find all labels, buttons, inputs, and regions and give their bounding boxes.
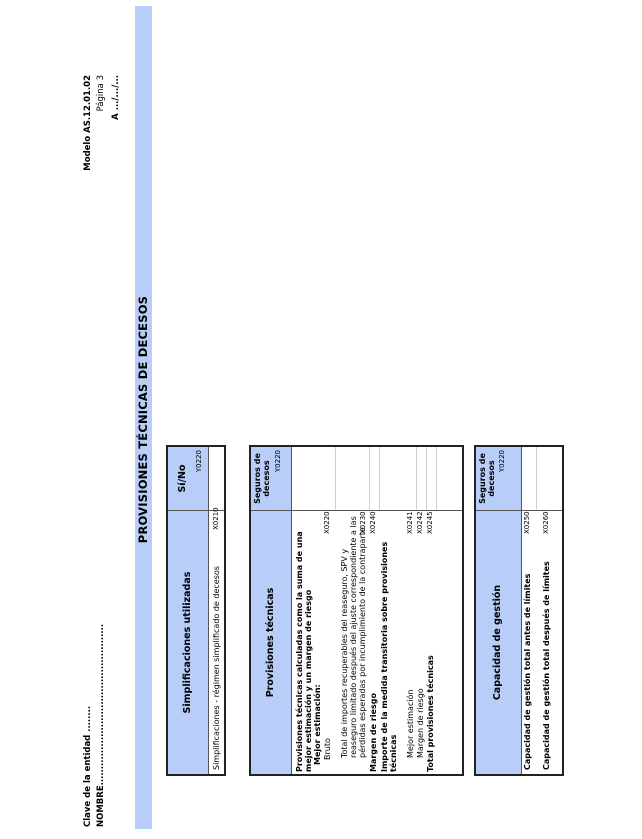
si-no-label: Sí/No bbox=[177, 464, 188, 493]
prov-row-recuperables-3: pérdidas esperadas por incumplimiento de… bbox=[358, 527, 367, 758]
capacidad-row-antes: Capacidad de gestión total antes de lími… bbox=[523, 573, 532, 770]
simplificaciones-table: Simplificaciones utilizadas Sí/No Y0220 … bbox=[166, 445, 226, 776]
capacidad-table: Capacidad de gestión Seguros de decesos … bbox=[474, 445, 564, 776]
prov-row-bruto: Bruto bbox=[323, 738, 332, 760]
pagina-label: Página 3 bbox=[96, 75, 106, 112]
prov-code-x0241: X0241 bbox=[406, 511, 414, 534]
modelo-label: Modelo AS.12.01.02 bbox=[83, 75, 94, 219]
provisiones-header-rule bbox=[291, 447, 292, 774]
capacidad-header: Capacidad de gestión bbox=[476, 511, 521, 774]
provisiones-header: Provisiones técnicas bbox=[251, 511, 291, 774]
simplificaciones-header-rule bbox=[208, 447, 209, 774]
capacidad-row-despues: Capacidad de gestión total después de lí… bbox=[542, 561, 551, 770]
fecha-label: A .../.../... bbox=[111, 75, 121, 120]
simplificaciones-header: Simplificaciones utilizadas bbox=[168, 511, 208, 774]
capacidad-value-despues[interactable] bbox=[542, 452, 553, 506]
page-title: PROVISIONES TÉCNICAS DE DECESOS bbox=[136, 295, 150, 544]
prov-row-transitoria-2: técnicas bbox=[389, 734, 398, 772]
capacidad-header-label: Capacidad de gestión bbox=[492, 584, 503, 701]
provisiones-header-label: Provisiones técnicas bbox=[265, 587, 276, 698]
modelo-text: Modelo AS.12.01.02 bbox=[83, 75, 93, 171]
prov-rule-x0242 bbox=[426, 447, 427, 510]
prov-rule-margen bbox=[379, 447, 380, 510]
prov-row-transitoria-margen: Margen de riesgo bbox=[416, 688, 425, 758]
prov-row-total: Total provisiones técnicas bbox=[426, 655, 435, 772]
prov-rule-x0241 bbox=[416, 447, 417, 510]
capacidad-code-x0250: X0250 bbox=[523, 511, 531, 534]
capacidad-rule-antes bbox=[536, 447, 537, 510]
simplificaciones-row-label: Simplificaciones - régimen simplificado … bbox=[212, 566, 221, 770]
capacidad-code-x0260: X0260 bbox=[542, 511, 550, 534]
simplificaciones-col-header: Sí/No Y0220 bbox=[168, 447, 208, 510]
prov-row-mejor-estimacion-header: Mejor estimación: bbox=[313, 684, 322, 765]
prov-code-x0245: X0245 bbox=[426, 511, 434, 534]
capacidad-value-antes[interactable] bbox=[523, 452, 534, 506]
provisiones-table: Provisiones técnicas Seguros de decesos … bbox=[249, 445, 464, 776]
prov-row-margen: Margen de riesgo bbox=[369, 693, 378, 772]
nombre-entidad: NOMBRE..................................… bbox=[96, 623, 106, 827]
simplificaciones-col-code: Y0220 bbox=[195, 450, 203, 473]
simplificaciones-value-cell[interactable] bbox=[211, 452, 222, 506]
prov-code-x0240: X0240 bbox=[369, 511, 377, 534]
capacidad-col-header: Seguros de decesos Y0220 bbox=[476, 447, 521, 510]
capacidad-header-rule bbox=[521, 447, 522, 774]
provisiones-col-code: Y0220 bbox=[274, 450, 282, 473]
prov-code-x0220: X0220 bbox=[323, 511, 331, 534]
capacidad-col-label-2: decesos bbox=[487, 460, 496, 497]
simplificaciones-header-label: Simplificaciones utilizadas bbox=[182, 571, 193, 714]
prov-rule-recuperables bbox=[369, 447, 370, 510]
prov-rule-bruto bbox=[335, 447, 336, 510]
prov-code-x0230: X0230 bbox=[359, 511, 367, 534]
prov-row-transitoria-mejor: Mejor estimación bbox=[406, 689, 415, 758]
provisiones-col-label-2: decesos bbox=[262, 460, 271, 497]
provisiones-col-header: Seguros de decesos Y0220 bbox=[251, 447, 291, 510]
prov-rule-total bbox=[436, 447, 437, 510]
prov-code-x0242: X0242 bbox=[416, 511, 424, 534]
capacidad-col-code: Y0220 bbox=[498, 450, 506, 473]
clave-entidad: Clave de la entidad ........ bbox=[83, 705, 93, 827]
simplificaciones-row-code: X0210 bbox=[212, 507, 220, 530]
